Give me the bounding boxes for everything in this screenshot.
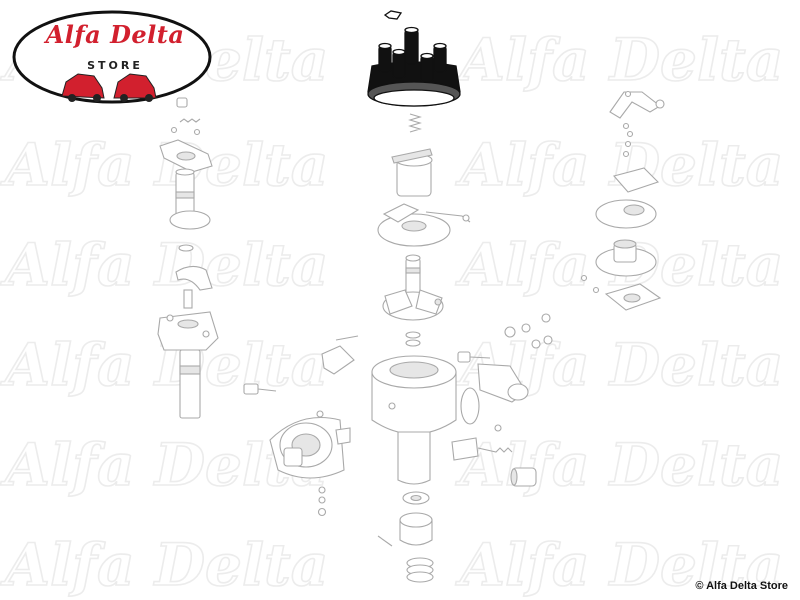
clamp-screw[interactable] <box>321 335 491 375</box>
left-gasket[interactable] <box>159 139 213 173</box>
vacuum-capsule[interactable] <box>595 239 657 277</box>
mounting-bracket[interactable] <box>269 410 351 479</box>
condenser[interactable] <box>460 363 529 425</box>
watermark-text: Alfa Delta <box>455 26 783 94</box>
drive-spring[interactable] <box>406 557 434 583</box>
watermark-text: Alfa Delta <box>0 231 328 299</box>
watermark-text: Alfa Delta <box>0 531 328 599</box>
mounting-bolt[interactable] <box>243 383 277 395</box>
drive-dog[interactable] <box>399 512 433 546</box>
vacuum-spring-clip[interactable] <box>613 167 660 193</box>
terminal-nuts[interactable] <box>504 313 553 349</box>
left-small-parts[interactable] <box>170 97 201 136</box>
carbon-brush-spring[interactable] <box>408 113 422 133</box>
distributor-body[interactable] <box>371 355 457 485</box>
logo-car-icon <box>61 73 105 102</box>
shaft-washers[interactable] <box>405 331 421 347</box>
logo-brand-text: Alfa Delta <box>45 20 185 49</box>
distributor-cap[interactable] <box>367 10 461 107</box>
watermark-text: Alfa Delta <box>455 431 783 499</box>
left-drive-shaft[interactable] <box>169 168 211 230</box>
logo-badge <box>12 10 212 104</box>
distributor-shaft[interactable] <box>405 254 421 303</box>
store-logo[interactable]: Alfa Delta STORE <box>0 0 240 120</box>
vacuum-bracket-lower[interactable] <box>580 274 662 311</box>
left-housing[interactable] <box>157 289 219 419</box>
terminal-block[interactable] <box>451 424 513 461</box>
vacuum-plate[interactable] <box>595 199 657 229</box>
rotor-arm[interactable] <box>391 148 433 197</box>
breaker-plate[interactable] <box>377 203 471 247</box>
thrust-washer[interactable] <box>402 491 430 505</box>
logo-subtitle: STORE <box>87 59 143 72</box>
copyright-notice: © Alfa Delta Store <box>695 580 788 592</box>
retaining-pin[interactable] <box>377 535 393 547</box>
left-washers[interactable] <box>175 244 213 291</box>
watermark-text: Alfa Delta <box>455 531 783 599</box>
vacuum-bracket[interactable] <box>609 90 665 158</box>
terminal-cap[interactable] <box>510 467 537 487</box>
advance-weights[interactable] <box>382 289 444 321</box>
bracket-hardware[interactable] <box>317 486 327 517</box>
logo-car-icon <box>113 73 157 102</box>
watermark-text: Alfa Delta <box>455 131 783 199</box>
watermark-text: Alfa Delta <box>0 131 328 199</box>
